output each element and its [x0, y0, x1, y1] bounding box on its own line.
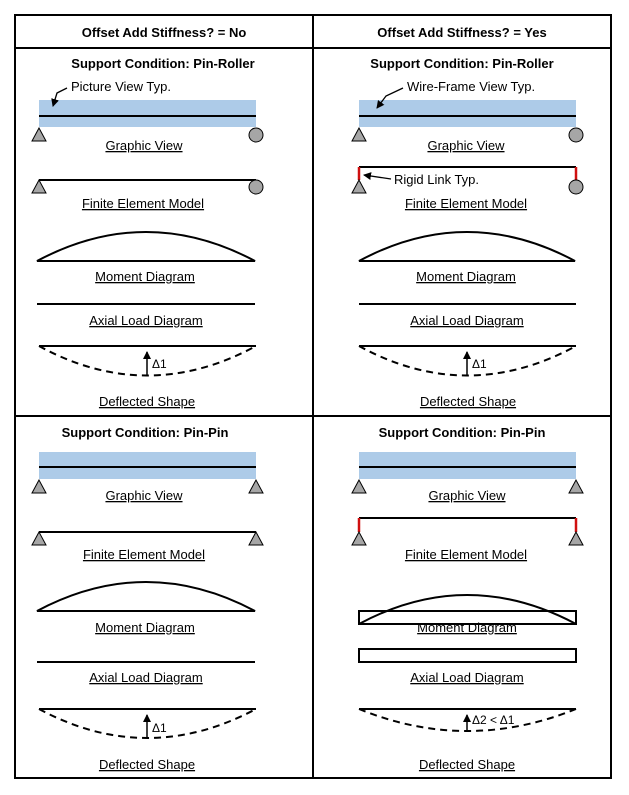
panel-pin-roller-no: Support Condition: Pin-Roller Picture Vi… [31, 56, 264, 409]
rigid-link-callout-arrow [363, 172, 392, 180]
fem-label: Finite Element Model [83, 547, 205, 562]
deflected-shape [358, 345, 577, 377]
pin-support-icon [248, 478, 264, 494]
delta-symbol: Δ1 [152, 357, 167, 371]
axial-load-label: Axial Load Diagram [89, 670, 202, 685]
pin-support-icon [31, 478, 47, 494]
finite-element-model [31, 178, 264, 195]
moment-diagram-curve [358, 231, 576, 262]
fem-label: Finite Element Model [405, 196, 527, 211]
graphic-view-label: Graphic View [427, 138, 505, 153]
header-no: Offset Add Stiffness? = No [82, 25, 247, 40]
roller-support-icon [568, 127, 584, 143]
finite-element-model [31, 530, 264, 546]
axial-load-label: Axial Load Diagram [89, 313, 202, 328]
delta-symbol: Δ1 [152, 721, 167, 735]
callout-arrow [51, 87, 68, 107]
deflected-shape-label: Deflected Shape [420, 394, 516, 409]
pin-support-icon [351, 530, 367, 546]
moment-diagram-label: Moment Diagram [417, 620, 517, 635]
header-yes: Offset Add Stiffness? = Yes [377, 25, 546, 40]
moment-diagram-curve [358, 594, 577, 625]
rigid-link-callout: Rigid Link Typ. [394, 172, 479, 187]
roller-support-icon [248, 179, 264, 195]
pin-support-icon [351, 126, 367, 142]
panel-pin-roller-yes: Support Condition: Pin-Roller Wire-Frame… [351, 56, 584, 409]
panel-pin-pin-no: Support Condition: Pin-Pin Graphic View … [31, 425, 264, 772]
moment-diagram-curve [36, 231, 256, 262]
deflected-shape [38, 345, 257, 377]
graphic-view-label: Graphic View [428, 488, 506, 503]
finite-element-model [351, 166, 584, 195]
axial-load-label: Axial Load Diagram [410, 313, 523, 328]
picture-view-callout: Picture View Typ. [71, 79, 171, 94]
pin-support-icon [351, 478, 367, 494]
wire-frame-callout: Wire-Frame View Typ. [407, 79, 535, 94]
deflected-shape [358, 708, 577, 732]
moment-diagram-label: Moment Diagram [416, 269, 516, 284]
table-grid [14, 14, 612, 779]
roller-support-icon [568, 179, 584, 195]
pin-support-icon [31, 530, 47, 546]
graphic-view-label: Graphic View [105, 488, 183, 503]
fem-label: Finite Element Model [82, 196, 204, 211]
pin-support-icon [568, 530, 584, 546]
pin-support-icon [31, 178, 47, 194]
deflected-shape-label: Deflected Shape [99, 757, 195, 772]
graphic-view-beam [39, 100, 256, 127]
moment-diagram-curve [36, 581, 256, 612]
pin-support-icon [31, 126, 47, 142]
graphic-view-beam [359, 452, 576, 479]
delta-symbol: Δ1 [472, 357, 487, 371]
fem-label: Finite Element Model [405, 547, 527, 562]
graphic-view-beam [359, 100, 576, 127]
pin-support-icon [568, 478, 584, 494]
finite-element-model [351, 517, 584, 546]
delta-symbol: Δ2 < Δ1 [472, 713, 515, 727]
pin-support-icon [351, 178, 367, 194]
pin-support-icon [248, 530, 264, 546]
deflected-shape-label: Deflected Shape [99, 394, 195, 409]
callout-arrow [376, 87, 404, 109]
support-condition-title: Support Condition: Pin-Roller [71, 56, 254, 71]
graphic-view-beam [39, 452, 256, 479]
axial-load-label: Axial Load Diagram [410, 670, 523, 685]
roller-support-icon [248, 127, 264, 143]
axial-load-block [358, 648, 577, 663]
deflected-shape [38, 708, 257, 739]
graphic-view-label: Graphic View [105, 138, 183, 153]
panel-pin-pin-yes: Support Condition: Pin-Pin Graphic View … [351, 425, 584, 772]
support-condition-title: Support Condition: Pin-Roller [370, 56, 553, 71]
support-condition-title: Support Condition: Pin-Pin [62, 425, 229, 440]
support-condition-title: Support Condition: Pin-Pin [379, 425, 546, 440]
moment-diagram-label: Moment Diagram [95, 620, 195, 635]
moment-diagram-label: Moment Diagram [95, 269, 195, 284]
deflected-shape-label: Deflected Shape [419, 757, 515, 772]
